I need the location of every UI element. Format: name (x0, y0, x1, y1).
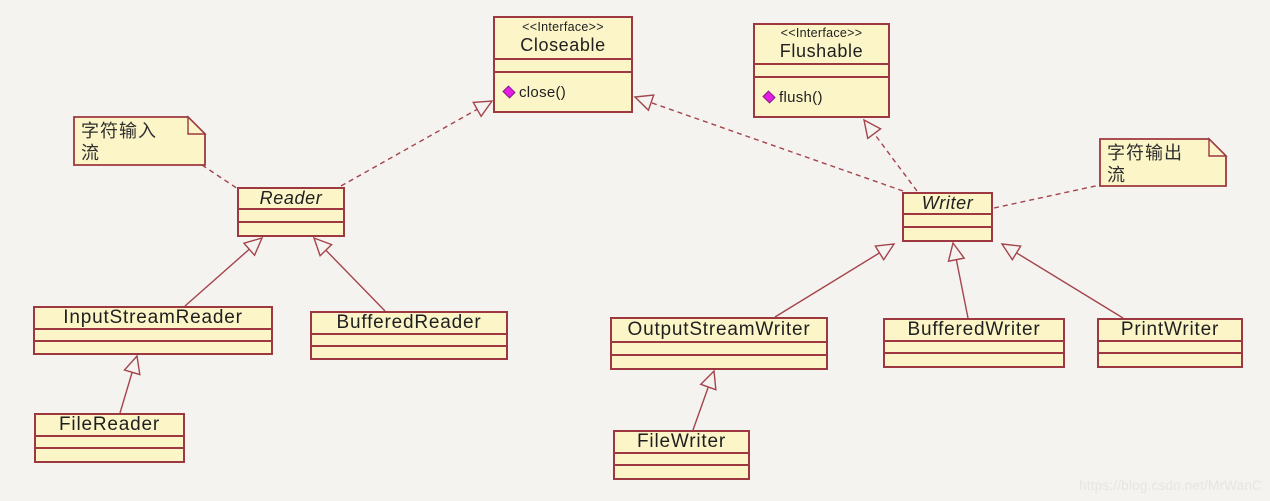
class-box-outputstreamwriter: OutputStreamWriter (610, 317, 828, 370)
attributes-compartment (35, 327, 271, 340)
method-visibility-icon (502, 85, 516, 99)
attributes-compartment (239, 208, 343, 221)
note-output-stream-label: 字符输出 流 (1107, 143, 1183, 185)
class-box-filewriter: FileWriter (613, 430, 750, 480)
class-name-label: InputStreamReader (63, 307, 243, 328)
class-box-filereader: FileReader (34, 413, 185, 463)
class-box-bufferedwriter: BufferedWriter (883, 318, 1065, 368)
class-title: <<Interface>> Flushable (755, 25, 888, 63)
class-title: <<Interface>> Closeable (495, 18, 631, 58)
method-visibility-icon (762, 90, 776, 104)
class-box-inputstreamreader: InputStreamReader (33, 306, 273, 355)
class-name-label: Writer (921, 193, 974, 214)
methods-compartment (239, 221, 343, 235)
attributes-compartment (612, 341, 826, 354)
class-box-printwriter: PrintWriter (1097, 318, 1243, 368)
class-box-writer: Writer (902, 192, 993, 242)
class-box-bufferedreader: BufferedReader (310, 311, 508, 360)
class-name-label: Closeable (520, 35, 606, 56)
class-name-label: BufferedReader (336, 312, 482, 333)
method-label: flush() (779, 88, 823, 106)
attributes-compartment (1099, 339, 1241, 353)
class-name-label: FileWriter (637, 431, 726, 452)
class-name-label: Flushable (779, 41, 864, 62)
attributes-compartment (615, 451, 748, 465)
methods-compartment (885, 352, 1063, 366)
attributes-compartment (755, 63, 888, 76)
class-box-closeable: <<Interface>> Closeable close() (493, 16, 633, 113)
methods-compartment (615, 464, 748, 478)
attributes-compartment (885, 339, 1063, 353)
attributes-compartment (312, 332, 506, 345)
methods-compartment: flush() (755, 76, 888, 116)
class-name-label: FileReader (59, 414, 160, 435)
class-box-flushable: <<Interface>> Flushable flush() (753, 23, 890, 118)
note-input-stream-label: 字符输入 流 (81, 121, 157, 163)
stereotype-label: <<Interface>> (780, 25, 863, 40)
methods-compartment (312, 345, 506, 358)
methods-compartment (36, 447, 183, 461)
methods-compartment: close() (495, 71, 631, 111)
watermark: https://blog.csdn.net/MrWanC (1079, 478, 1262, 493)
class-name-label: Reader (259, 188, 323, 209)
class-name-label: OutputStreamWriter (627, 319, 811, 341)
class-name-label: PrintWriter (1120, 319, 1220, 340)
attributes-compartment (495, 58, 631, 71)
method-label: close() (519, 83, 567, 101)
class-box-reader: Reader (237, 187, 345, 237)
methods-compartment (904, 226, 991, 240)
methods-compartment (35, 340, 271, 353)
attributes-compartment (904, 213, 991, 226)
class-name-label: BufferedWriter (907, 319, 1041, 340)
methods-compartment (612, 354, 826, 368)
stereotype-label: <<Interface>> (522, 19, 604, 34)
methods-compartment (1099, 352, 1241, 366)
attributes-compartment (36, 434, 183, 448)
